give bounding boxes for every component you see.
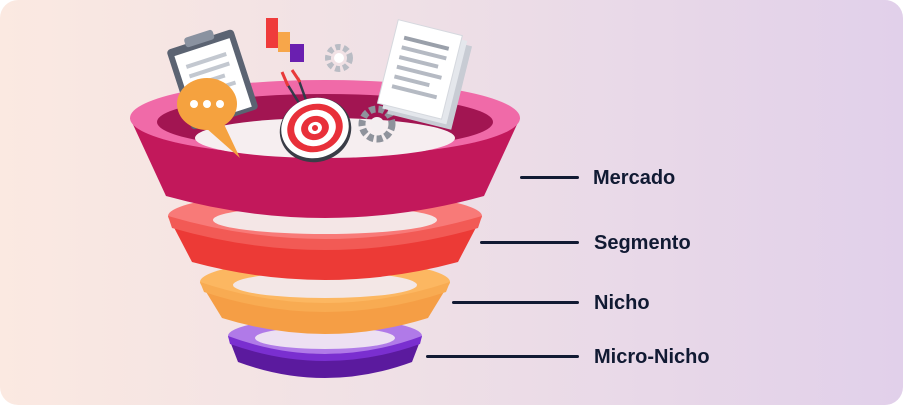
- gear-icon: [358, 105, 396, 143]
- document-stack-icon: [376, 19, 473, 130]
- connector-line: [480, 241, 579, 244]
- level-label-micro-nicho: Micro-Nicho: [594, 346, 710, 368]
- connector-line: [426, 355, 579, 358]
- connector-line: [520, 176, 579, 179]
- bar-blocks-icon: [266, 18, 304, 62]
- level-label-segmento: Segmento: [594, 232, 691, 254]
- level-label-mercado: Mercado: [593, 167, 676, 189]
- connector-line: [452, 301, 579, 304]
- speech-bubble-icon: [177, 78, 240, 158]
- level-label-nicho: Nicho: [594, 292, 650, 314]
- target-icon: [279, 97, 352, 163]
- gear-icon: [325, 44, 353, 72]
